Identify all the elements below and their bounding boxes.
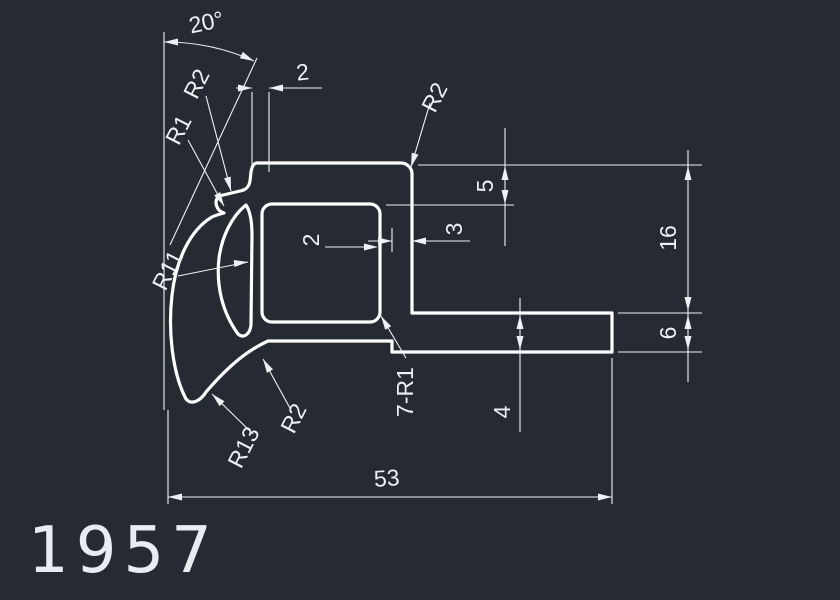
angle-dimension-label: 20° (186, 6, 225, 39)
fillet-label-7-r1: 7-R1 (392, 367, 418, 417)
dim-arrow (684, 315, 692, 329)
dim-arrow (263, 359, 274, 373)
dim-arrow (501, 190, 509, 204)
dim-arrow (381, 316, 392, 330)
dim-arrow (238, 84, 252, 92)
dimension-4-label: 4 (489, 405, 515, 418)
width-dimension-2-top: 2 (295, 58, 310, 85)
dimension-labels: 20° R2 R1 2 R2 5 3 2 R11 16 6 4 7-R1 R2 … (147, 6, 681, 492)
dim-arrow (378, 237, 392, 245)
dim-arrow (516, 336, 524, 350)
dim-arrow (223, 176, 231, 191)
drawing-number: 1957 (28, 514, 219, 588)
dim-arrow (516, 315, 524, 329)
dimension-3-label: 3 (441, 223, 467, 236)
dim-arrow (233, 259, 248, 267)
profile-outline (168, 161, 614, 404)
dim-arrow (239, 51, 254, 61)
radius-label-r2-bottom: R2 (275, 399, 312, 437)
radius-label-r2-top-right: R2 (416, 78, 453, 116)
dim-arrow (598, 493, 612, 501)
profile-inner-hole (260, 202, 382, 324)
dimension-5-label: 5 (472, 180, 498, 193)
dim-arrow (269, 84, 283, 92)
dim-arrow (684, 166, 692, 180)
dim-arrow (364, 243, 378, 251)
dimension-16-label: 16 (655, 225, 681, 251)
profile-side-void (216, 203, 254, 338)
dim-arrow (501, 166, 509, 180)
dim-arrow (164, 38, 178, 46)
dim-arrow (168, 493, 182, 501)
dim-arrow (411, 152, 419, 167)
radius-label-r13: R13 (222, 422, 264, 471)
dim-arrow (214, 192, 224, 206)
dim-arrow (212, 394, 225, 407)
dim-arrow (684, 297, 692, 311)
dimension-53-label: 53 (373, 464, 400, 492)
dimension-2-inner-label: 2 (298, 234, 324, 247)
dim-arrow (684, 336, 692, 350)
dimension-arrows (164, 38, 692, 501)
dimension-6-label: 6 (655, 327, 681, 340)
radius-label-r2-top-left: R2 (178, 65, 215, 103)
dim-arrow (412, 237, 426, 245)
radius-label-r1-top-left: R1 (160, 111, 197, 149)
